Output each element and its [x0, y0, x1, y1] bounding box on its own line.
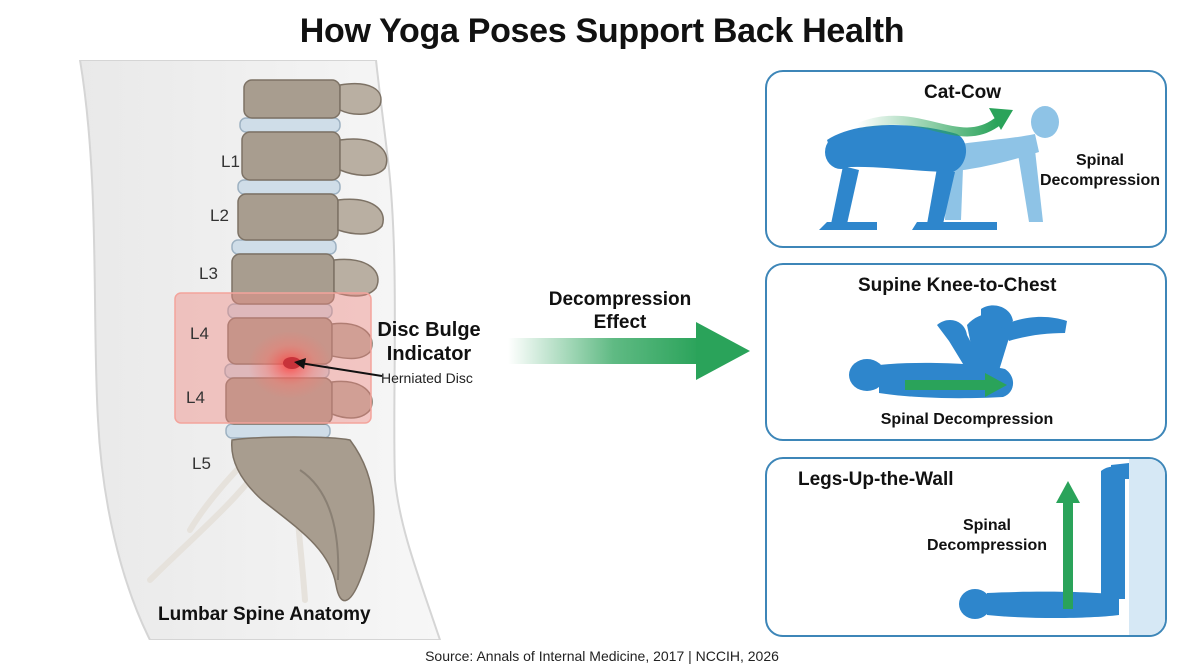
legs-up-the-wall-figure-icon	[959, 459, 1165, 635]
page-title: How Yoga Poses Support Back Health	[299, 12, 905, 50]
disc-bulge-indicator-label: Disc Bulge Indicator	[377, 319, 481, 365]
herniated-disc-label: Herniated Disc	[381, 370, 473, 386]
anatomy-caption: Lumbar Spine Anatomy	[158, 604, 371, 625]
vertebra-label-l2: L2	[210, 206, 229, 225]
cat-cow-figure-icon	[819, 106, 1059, 230]
pose-title-knee-to-chest: Supine Knee-to-Chest	[858, 275, 1057, 296]
pose-card-knee-to-chest: Supine Knee-to-Chest Spinal Decompressio…	[765, 263, 1167, 441]
vertebra-label-l1: L1	[221, 152, 240, 171]
decompression-effect-label: Decompression Effect	[548, 289, 692, 333]
vertebra-label-l5: L5	[192, 454, 211, 473]
pose-title-cat-cow: Cat-Cow	[924, 82, 1002, 103]
vertebra-label-l3: L3	[199, 264, 218, 283]
decompression-arrow-icon	[508, 322, 750, 380]
pose-card-legs-up-the-wall: Legs-Up-the-Wall Spinal Decompression	[765, 457, 1167, 637]
source-citation: Source: Annals of Internal Medicine, 201…	[425, 648, 779, 664]
pose-card-cat-cow: Cat-Cow Spinal Decompression	[765, 70, 1167, 248]
lumbar-anatomy-panel: L1 L2 L3 L4 L4 L5	[0, 59, 540, 641]
vertebra-label-l4-upper: L4	[190, 324, 209, 343]
pose-note-cat-cow: Spinal Decompression	[1039, 152, 1161, 189]
pose-note-legs-up-the-wall: Spinal Decompression	[926, 517, 1048, 554]
pose-note-knee-to-chest: Spinal Decompression	[880, 411, 1054, 428]
pose-title-legs-up-the-wall: Legs-Up-the-Wall	[798, 469, 954, 490]
knee-to-chest-figure-icon	[849, 305, 1067, 399]
lumbar-spine-illustration	[78, 59, 442, 641]
vertebra-label-l4-lower: L4	[186, 388, 205, 407]
